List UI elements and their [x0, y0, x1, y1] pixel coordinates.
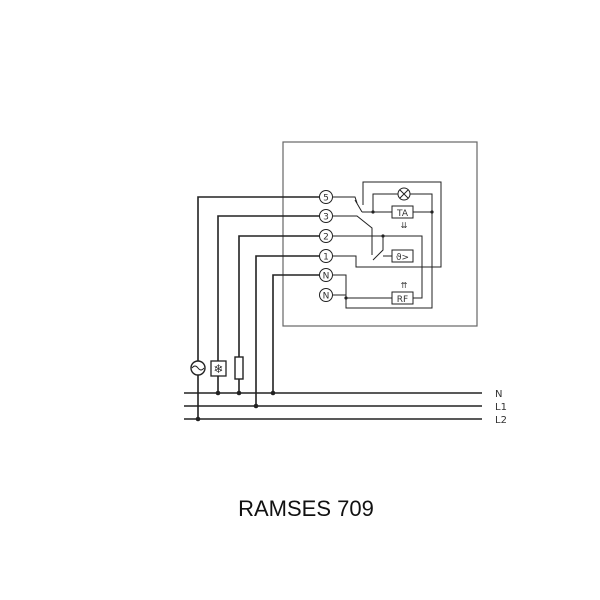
heater-resistor-icon: [234, 356, 244, 380]
terminal-n1: N: [319, 268, 333, 282]
rf-label: RF: [397, 295, 408, 305]
svg-text:❄: ❄: [213, 362, 223, 376]
terminal-5: 5: [319, 190, 333, 204]
svg-text:3: 3: [323, 213, 329, 223]
thermostat-housing: [282, 141, 478, 327]
internal-wiring: [333, 181, 442, 309]
timer-clock-icon: [190, 360, 206, 376]
bus-lines: [184, 392, 482, 420]
svg-text:1: 1: [323, 253, 329, 263]
bus-label-l2: L2: [495, 415, 507, 426]
terminal-1: 1: [319, 249, 333, 263]
rf-box: [391, 291, 414, 305]
diagram-title: RAMSES 709: [238, 496, 374, 521]
svg-text:N: N: [323, 292, 330, 302]
terminal-2: 2: [319, 229, 333, 243]
external-wires: [197, 196, 320, 419]
up-arrows-icon: ⇈: [401, 281, 408, 290]
terminals: 5 3 2 1 N N: [319, 190, 333, 302]
svg-text:2: 2: [323, 233, 329, 243]
bus-label-n: N: [495, 389, 502, 400]
svg-text:N: N: [323, 272, 330, 282]
ta-label: TA: [396, 209, 409, 219]
svg-text:5: 5: [323, 194, 329, 204]
thermostat-label: ϑ>: [396, 253, 409, 263]
indicator-lamp-icon: [397, 187, 411, 201]
bus-label-l1: L1: [495, 402, 507, 413]
terminal-n2: N: [319, 288, 333, 302]
cooling-snowflake-icon: [210, 360, 227, 377]
ta-box: [391, 205, 414, 219]
terminal-3: 3: [319, 209, 333, 223]
junction-dots: [195, 210, 434, 422]
down-arrows-icon: ⇊: [401, 221, 408, 230]
thermostat-box: [391, 249, 414, 263]
